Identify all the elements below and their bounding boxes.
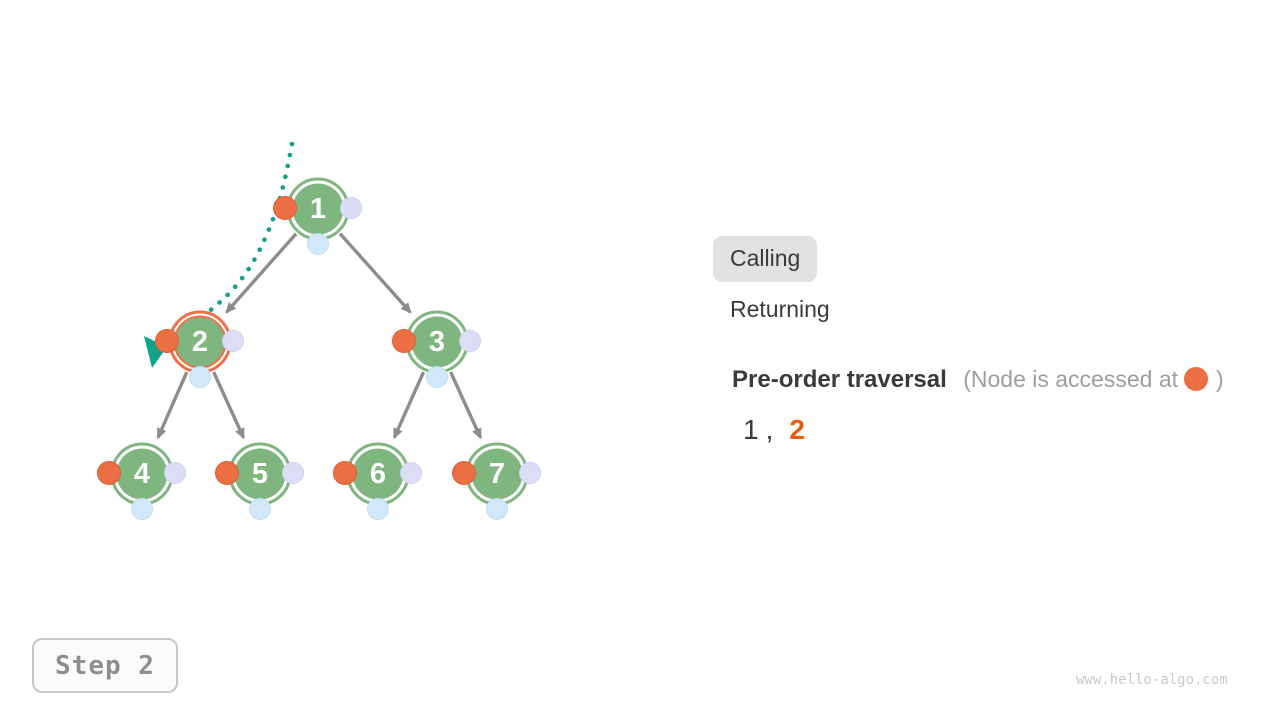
access-dot-icon [392,329,416,353]
node-circle [352,448,404,500]
tree-node-5: 5 [215,442,304,520]
tree-edges [156,232,482,440]
step-indicator: Step 2 [32,638,178,693]
legend-returning: Returning [730,296,830,322]
node-circle [471,448,523,500]
tree-node-6: 6 [333,442,422,520]
bottom-pointer-dot-icon [189,366,211,388]
recursion-trace-arrow-icon [144,336,167,368]
access-dot-icon [452,461,476,485]
right-pointer-dot-icon [400,462,422,484]
tree-edge [156,371,189,440]
sequence-value: 2 [789,414,805,445]
right-pointer-dot-icon [222,330,244,352]
traversal-note-text: (Node is accessed at [963,366,1179,392]
sequence-separator: , [765,414,774,445]
traversal-note-close: ) [1216,366,1224,392]
tree-edge [449,371,482,440]
right-pointer-dot-icon [459,330,481,352]
right-pointer-dot-icon [282,462,304,484]
traversal-title: Pre-order traversal [732,366,947,393]
right-pointer-dot-icon [340,197,362,219]
right-pointer-dot-icon [164,462,186,484]
traversal-note: (Node is accessed at) [963,366,1223,392]
traversal-panel: Pre-order traversal (Node is accessed at… [732,366,1224,446]
legend-calling: Calling [713,236,818,282]
bottom-pointer-dot-icon [131,498,153,520]
bottom-pointer-dot-icon [307,233,329,255]
access-dot-icon [333,461,357,485]
traversal-sequence: 1,2 [743,414,1224,446]
node-circle [411,316,463,368]
node-label: 3 [429,326,445,358]
node-label: 4 [134,458,150,490]
node-label: 7 [489,458,505,490]
bottom-pointer-dot-icon [367,498,389,520]
access-dot-icon [1184,367,1209,391]
access-dot-icon [97,461,121,485]
tree-edge [338,232,412,314]
node-label: 1 [310,193,326,225]
watermark: www.hello-algo.com [1076,672,1228,688]
tree-node-3: 3 [392,310,481,388]
tree-node-4: 4 [97,442,186,520]
sequence-value: 1 [743,414,759,445]
tree-edge [392,371,426,440]
bottom-pointer-dot-icon [426,366,448,388]
node-circle [292,183,344,235]
access-dot-icon [273,196,297,220]
node-label: 5 [252,458,268,490]
bottom-pointer-dot-icon [486,498,508,520]
tree-node-7: 7 [452,442,541,520]
node-circle [116,448,168,500]
tree-edge [225,232,298,314]
node-circle [234,448,286,500]
tree-node-1: 1 [273,177,362,255]
tree-edge [212,371,245,440]
node-label: 2 [192,326,208,358]
phase-legend: Calling Returning [713,236,847,333]
right-pointer-dot-icon [519,462,541,484]
access-dot-icon [215,461,239,485]
tree-node-2: 2 [155,310,244,388]
bottom-pointer-dot-icon [249,498,271,520]
node-label: 6 [370,458,386,490]
access-dot-icon [155,329,179,353]
